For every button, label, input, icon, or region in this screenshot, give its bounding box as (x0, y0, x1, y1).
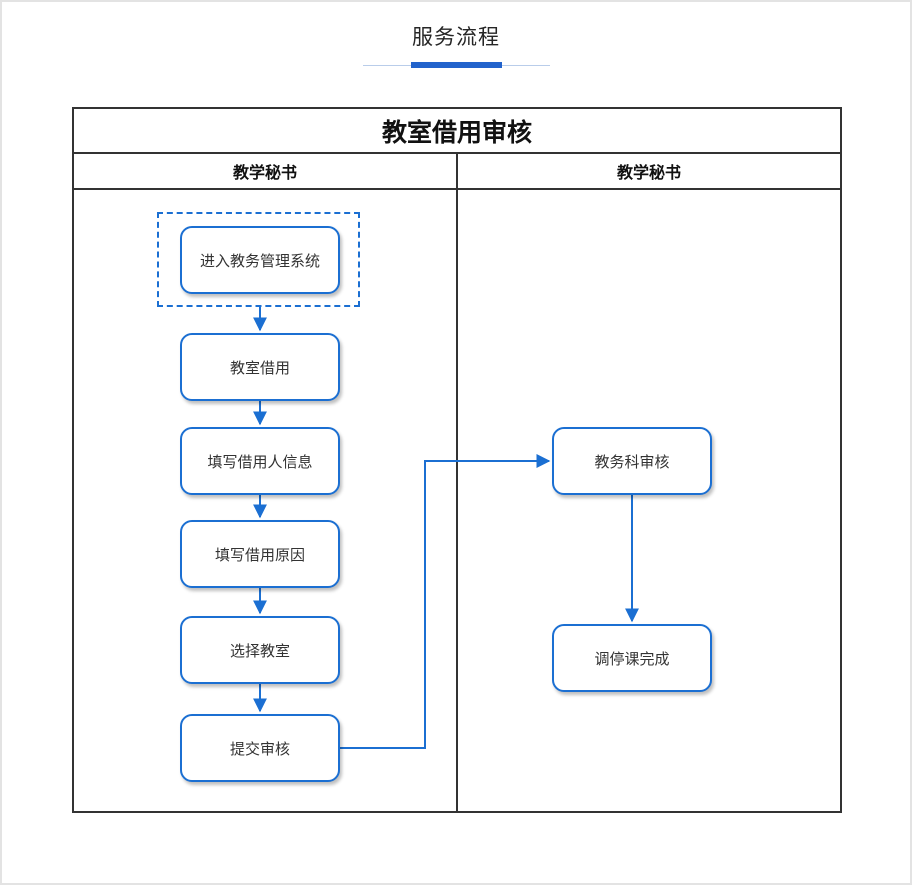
page-title: 服务流程 (412, 26, 500, 49)
underline-thin-left (362, 64, 411, 66)
lane-divider-line (456, 190, 458, 811)
flowchart-title: 教室借用审核 (74, 109, 840, 154)
node-enter-system: 进入教务管理系统 (180, 226, 340, 294)
node-classroom-borrow: 教室借用 (180, 333, 340, 401)
flowchart-body: 进入教务管理系统 教室借用 填写借用人信息 填写借用原因 选择教室 提交审核 教… (74, 190, 840, 811)
arrow-submit-to-review (340, 454, 551, 749)
flowchart-frame: 教室借用审核 教学秘书 教学秘书 (72, 107, 842, 813)
node-class-adjust-complete: 调停课完成 (552, 624, 712, 692)
lane-header-right: 教学秘书 (616, 165, 681, 182)
node-selection-dashed-rect (157, 212, 360, 307)
node-academic-affairs-review: 教务科审核 (552, 427, 712, 495)
node-submit-review: 提交审核 (180, 714, 340, 782)
lane-header-left: 教学秘书 (74, 154, 458, 188)
node-select-classroom: 选择教室 (180, 616, 340, 684)
flow-connectors (253, 307, 639, 749)
underline-accent-bar (410, 62, 502, 68)
node-fill-borrower-info: 填写借用人信息 (180, 427, 340, 495)
underline-thin-right (501, 64, 550, 66)
lane-header-row: 教学秘书 教学秘书 (74, 154, 840, 190)
node-fill-borrow-reason: 填写借用原因 (180, 520, 340, 588)
title-underline-decoration (362, 62, 550, 68)
page-header: 服务流程 (2, 2, 910, 68)
